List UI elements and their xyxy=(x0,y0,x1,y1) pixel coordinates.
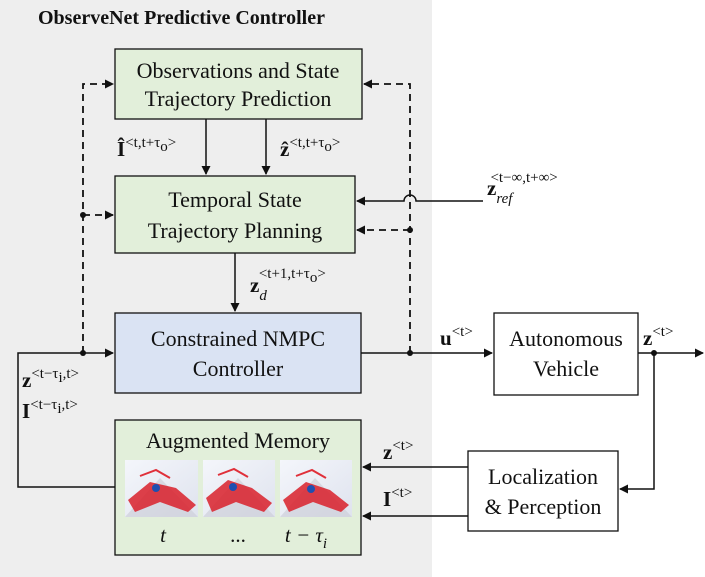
memory-frame-t xyxy=(125,460,198,517)
prediction-line2: Trajectory Prediction xyxy=(145,86,332,111)
memory-title: Augmented Memory xyxy=(146,428,330,453)
planning-block: Temporal State Trajectory Planning xyxy=(114,175,356,254)
memory-frame-past xyxy=(280,460,352,517)
label-z-ref: zref<t−∞,t+∞> xyxy=(487,170,558,207)
label-z-hist: z<t−τi,t> xyxy=(22,366,79,392)
planning-line1: Temporal State xyxy=(168,187,301,212)
vehicle-line2: Vehicle xyxy=(533,356,599,381)
arrow-memory-to-nmpc xyxy=(17,348,115,488)
memory-frame-mid xyxy=(203,460,275,517)
localization-line1: Localization xyxy=(488,464,598,489)
junction-dash-right xyxy=(407,227,413,233)
controller-title: ObserveNet Predictive Controller xyxy=(38,7,325,29)
label-z-out: z<t> xyxy=(643,324,673,350)
label-u: u<t> xyxy=(440,324,473,350)
arrow-z-to-localization xyxy=(619,353,655,494)
memory-block: Augmented Memory t ... t − τi xyxy=(114,419,362,556)
prediction-block: Observations and State Trajectory Predic… xyxy=(114,48,363,120)
nmpc-block: Constrained NMPC Controller xyxy=(114,312,362,394)
prediction-line1: Observations and State xyxy=(137,58,340,83)
dashed-left-to-prediction xyxy=(82,79,114,353)
memory-caption-t: t xyxy=(160,523,167,547)
label-I-hist: I<t−τi,t> xyxy=(22,397,78,423)
label-z-d: zd<t+1,t+τo> xyxy=(250,266,326,304)
junction-dash-left xyxy=(80,212,86,218)
label-I-mem: I<t> xyxy=(383,485,412,511)
label-z-mem: z<t> xyxy=(383,438,413,464)
memory-caption-past: t − τi xyxy=(285,523,327,552)
dashed-u-to-prediction xyxy=(363,79,411,353)
nmpc-line2: Controller xyxy=(193,356,284,381)
label-I-hat: Î<t,t+τo> xyxy=(117,135,176,161)
nmpc-line1: Constrained NMPC xyxy=(151,326,325,351)
vehicle-block: Autonomous Vehicle xyxy=(493,312,639,396)
memory-caption-dots: ... xyxy=(230,523,246,547)
localization-block: Localization & Perception xyxy=(467,450,619,532)
localization-line2: & Perception xyxy=(485,494,602,519)
vehicle-line1: Autonomous xyxy=(509,326,623,351)
label-z-hat: ẑ<t,t+τo> xyxy=(280,135,340,161)
planning-line2: Trajectory Planning xyxy=(148,218,323,243)
